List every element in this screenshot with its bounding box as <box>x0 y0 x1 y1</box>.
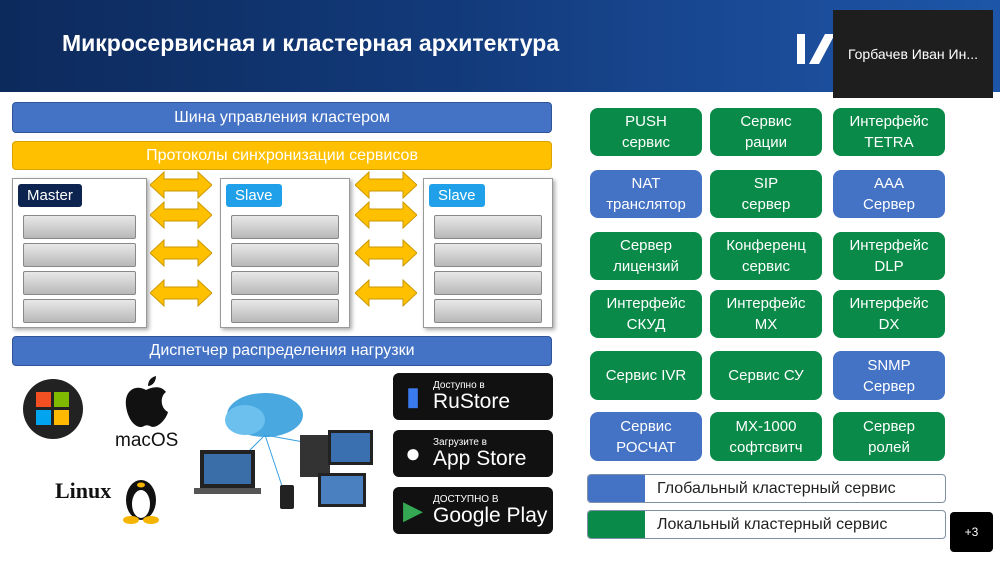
store-name: RuStore <box>433 390 511 413</box>
sync-arrow-icon <box>150 278 212 308</box>
store-icon: ▮ <box>405 381 421 411</box>
server-rack-unit <box>23 243 136 267</box>
sync-arrow-icon <box>150 200 212 230</box>
service-tile: SNMP Сервер <box>833 351 945 400</box>
legend-local-label: Локальный кластерный сервис <box>657 515 888 533</box>
store-icon: ● <box>405 438 421 468</box>
store-name: Google Play <box>433 504 548 527</box>
sync-arrow-icon <box>355 170 417 200</box>
linux-label: Linux <box>55 478 112 503</box>
server-rack-unit <box>23 299 136 323</box>
server-rack-unit <box>231 271 339 295</box>
service-tile: Сервер лицензий <box>590 232 702 280</box>
legend-local-swatch <box>588 511 645 538</box>
store-badge-caption: Загрузите в <box>433 437 487 448</box>
service-tile: Сервис рации <box>710 108 822 156</box>
service-tile: NAT транслятор <box>590 170 702 218</box>
service-tile: Интерфейс TETRA <box>833 108 945 156</box>
server-rack-unit <box>434 243 542 267</box>
service-tile: Сервис СУ <box>710 351 822 400</box>
server-rack-unit <box>23 271 136 295</box>
store-name: App Store <box>433 447 527 470</box>
legend-local: Локальный кластерный сервис <box>587 510 946 539</box>
apple-icon <box>125 376 168 428</box>
sync-arrow-icon <box>355 278 417 308</box>
network-devices-illustration <box>194 393 373 509</box>
server-rack-unit <box>434 215 542 239</box>
sync-arrow-icon <box>150 170 212 200</box>
macos-label: macOS <box>115 430 179 451</box>
participant-video-tile[interactable]: Горбачев Иван Ин... <box>833 10 993 98</box>
company-logo <box>797 34 835 64</box>
service-tile: PUSH сервис <box>590 108 702 156</box>
service-tile: Интерфейс DLP <box>833 232 945 280</box>
server-rack-unit <box>434 271 542 295</box>
cluster-bus-bar: Шина управления кластером <box>12 102 552 133</box>
sync-arrow-icon <box>355 238 417 268</box>
server-role-label: Slave <box>226 184 282 207</box>
sync-arrow-icon <box>150 238 212 268</box>
server-rack-unit <box>231 215 339 239</box>
service-tile: Интерфейс DX <box>833 290 945 338</box>
legend-global-swatch <box>588 475 645 502</box>
sync-protocols-bar: Протоколы синхронизации сервисов <box>12 141 552 170</box>
store-badge-caption: ДОСТУПНО В <box>433 494 499 505</box>
service-tile: Сервер ролей <box>833 412 945 461</box>
server-rack-unit <box>231 243 339 267</box>
server-node: Slave <box>423 178 553 328</box>
service-tile: Конференц сервис <box>710 232 822 280</box>
service-tile: AAA Сервер <box>833 170 945 218</box>
service-tile: MX-1000 софтсвитч <box>710 412 822 461</box>
slide-title: Микросервисная и кластерная архитектура <box>62 30 560 56</box>
server-role-label: Master <box>18 184 82 207</box>
server-rack-unit <box>231 299 339 323</box>
more-participants-button[interactable]: +3 <box>950 512 993 552</box>
sync-arrow-icon <box>355 200 417 230</box>
service-tile: Интерфейс СКУД <box>590 290 702 338</box>
legend-global: Глобальный кластерный сервис <box>587 474 946 503</box>
server-rack-unit <box>23 215 136 239</box>
service-tile: Сервис IVR <box>590 351 702 400</box>
store-icon: ▶ <box>403 495 423 525</box>
tux-penguin-icon <box>123 480 159 524</box>
service-tile: Интерфейс MX <box>710 290 822 338</box>
server-node: Master <box>12 178 147 328</box>
server-rack-unit <box>434 299 542 323</box>
load-dispatcher-bar: Диспетчер распределения нагрузки <box>12 336 552 366</box>
service-tile: SIP сервер <box>710 170 822 218</box>
store-badge-caption: Доступно в <box>433 380 485 391</box>
server-node: Slave <box>220 178 350 328</box>
service-tile: Сервис РОСЧАТ <box>590 412 702 461</box>
participant-name: Горбачев Иван Ин... <box>847 46 978 62</box>
server-role-label: Slave <box>429 184 485 207</box>
legend-global-label: Глобальный кластерный сервис <box>657 479 896 497</box>
windows-icon <box>23 379 83 439</box>
